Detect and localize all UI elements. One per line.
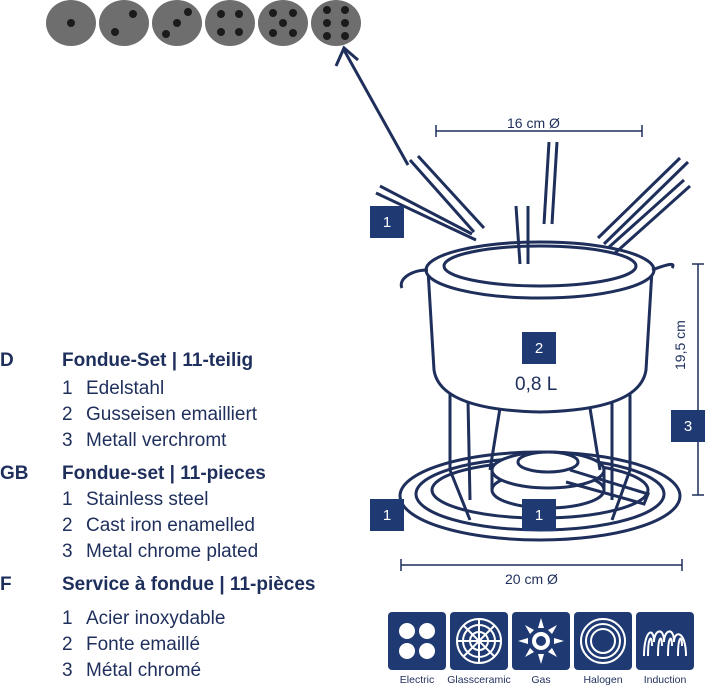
glassceramic-hob-icon	[450, 612, 508, 670]
die-three-icon	[152, 0, 202, 46]
die-four-icon	[205, 0, 255, 46]
induction-coil-icon	[636, 612, 694, 670]
heat-label-gas: Gas	[531, 674, 551, 686]
top-diameter-label: 16 cm Ø	[507, 115, 560, 131]
lang-code: D	[0, 350, 14, 371]
die-two-icon	[99, 0, 149, 46]
part-badge-1-burner: 1	[522, 499, 556, 531]
lang-title: Service à fondue | 11-pièces	[62, 574, 316, 595]
lang-code: GB	[0, 463, 29, 484]
dice-pointer-arrow	[342, 49, 410, 166]
part-badge-2-pot: 2	[522, 332, 556, 364]
die-one-icon	[46, 0, 96, 46]
part-badge-3-stand: 3	[671, 410, 705, 442]
lang-title: Fondue-Set | 11-teilig	[62, 350, 254, 371]
part-badge-1-forks: 1	[370, 206, 404, 238]
part-badge-1-tray: 1	[370, 499, 404, 531]
bottom-diameter-label: 20 cm Ø	[505, 571, 558, 587]
gas-flame-icon	[512, 612, 570, 670]
heat-source-icons: Electric Glassceramic Gas Halogen Induct…	[386, 612, 720, 687]
fork-marker-dice-row	[46, 0, 366, 48]
volume-label: 0,8 L	[515, 374, 558, 395]
height-label: 19,5 cm	[672, 320, 688, 370]
halogen-hob-icon	[574, 612, 632, 670]
heat-label-induction: Induction	[643, 674, 687, 686]
die-six-icon	[311, 0, 361, 46]
heat-label-glassceramic: Glassceramic	[447, 674, 511, 686]
heat-label-electric: Electric	[399, 674, 435, 686]
lang-code: F	[0, 574, 12, 595]
electric-hob-icon	[388, 612, 446, 670]
lang-title: Fondue-set | 11-pieces	[62, 463, 266, 484]
die-five-icon	[258, 0, 308, 46]
heat-label-halogen: Halogen	[583, 674, 623, 686]
